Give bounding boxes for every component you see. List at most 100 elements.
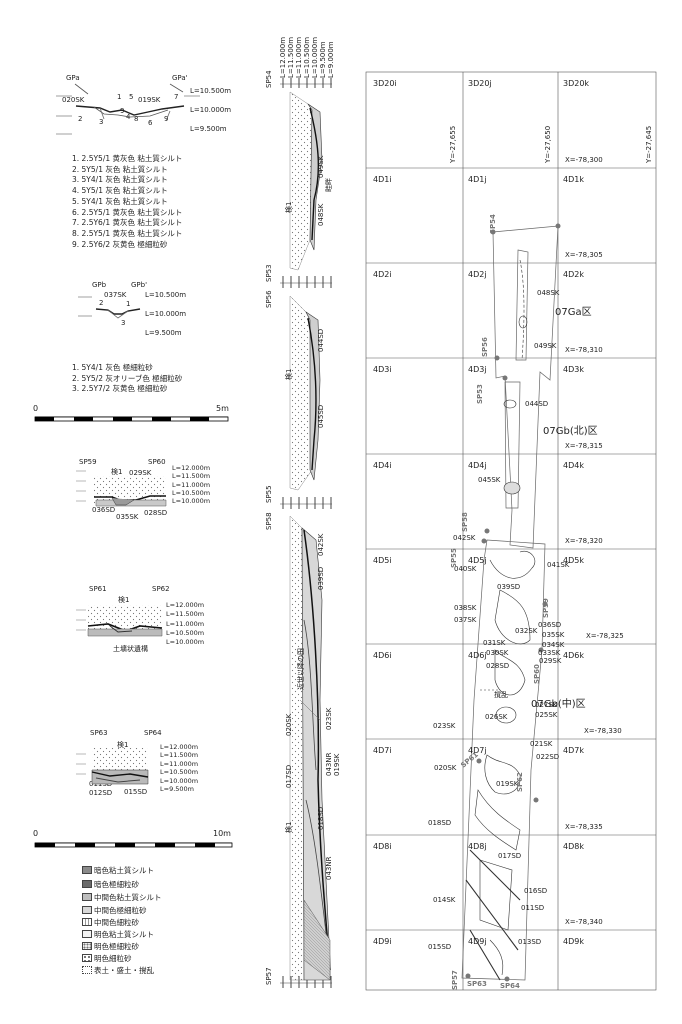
plan-sp-label: SP55 xyxy=(450,548,458,568)
long-sp-label: SP53 xyxy=(265,264,273,282)
level: L=9.500m xyxy=(160,785,195,794)
gpb-left-label: GPb xyxy=(92,281,107,289)
layer-desc: 3. 2.5Y7/2 灰黄色 極細粒砂 xyxy=(72,384,168,394)
legend-row: 明色極細粒砂 xyxy=(82,942,139,951)
gpa-num: 6 xyxy=(148,119,153,127)
sp59-feat: 036SD xyxy=(92,506,116,514)
x-coord: X=-78,305 xyxy=(565,251,603,259)
feat-label: 031SK xyxy=(483,639,506,647)
plan-cell: 4D5k xyxy=(563,556,584,565)
x-coord: X=-78,335 xyxy=(565,823,603,831)
long-level: L=10.500m xyxy=(303,36,311,78)
gpb-num: 3 xyxy=(121,319,126,327)
y-coord: Y=-27,650 xyxy=(544,125,552,163)
sp-markers xyxy=(465,223,561,982)
level: L=10.000m xyxy=(172,497,211,506)
feat-label: 021SK xyxy=(530,740,553,748)
long-feat: 019SK xyxy=(333,753,341,776)
feat-label: 014SK xyxy=(433,896,456,904)
plan-cell: 4D8k xyxy=(563,842,584,851)
plan-cell: 4D2j xyxy=(468,270,487,279)
feat-label: 017SD xyxy=(498,852,522,860)
zone-label: 07Gb(北)区 xyxy=(543,426,598,437)
plan-sp-label: SP63 xyxy=(467,980,487,988)
sp61-label: SP61 xyxy=(89,585,107,593)
plan-cell: 4D8i xyxy=(373,842,392,851)
zone-label: 07Gb(中)区 xyxy=(531,699,586,710)
gpb-right-label: GPb' xyxy=(131,281,148,289)
long-feat: 018SD xyxy=(317,806,325,830)
plan-sp-label: SP64 xyxy=(500,982,520,990)
feat-label: 019SK xyxy=(496,780,519,788)
legend-label: 明色粘土質シルト xyxy=(94,930,154,939)
gpa-level-2: L=10.000m xyxy=(190,106,232,114)
plan-cell: 4D2i xyxy=(373,270,392,279)
gpb-num: 2 xyxy=(99,299,104,307)
sp59-note: 検1 xyxy=(111,468,123,476)
long-sp-label: SP56 xyxy=(265,290,273,308)
plan-cell: 4D2k xyxy=(563,270,584,279)
sp59-feat: 035SK xyxy=(116,513,139,521)
sp62-label: SP62 xyxy=(152,585,170,593)
feat-label: 044SD xyxy=(525,400,549,408)
feat-label: 033SK xyxy=(538,649,561,657)
legend-label: 表土・盛土・撹乱 xyxy=(94,966,154,975)
long-feat: 049SK xyxy=(317,155,325,178)
legend-row: 中間色粘土質シルト xyxy=(82,893,162,902)
x-coord: X=-78,340 xyxy=(565,918,603,926)
long-level: L=10.000m xyxy=(311,36,319,78)
feat-label: 048SK xyxy=(537,289,560,297)
scale2-max: 10m xyxy=(213,829,231,838)
feat-label: 037SK xyxy=(454,616,477,624)
plan-cell: 4D1i xyxy=(373,175,392,184)
feat-label: 015SD xyxy=(428,943,452,951)
x-coord: X=-78,320 xyxy=(565,537,603,545)
feat-label: 036SD xyxy=(538,621,562,629)
layer-desc: 1. 2.5Y5/1 黄灰色 粘土質シルト xyxy=(72,154,183,163)
layer-desc: 2. 5Y5/2 灰オリーブ色 極細粒砂 xyxy=(72,373,183,383)
sp60-label: SP60 xyxy=(148,458,166,466)
long-note: 検1 xyxy=(285,821,293,833)
plan-cell: 4D5j xyxy=(468,556,487,565)
long-feat: 020SK xyxy=(285,713,293,736)
gpa-profile xyxy=(56,83,200,135)
gpa-left-label: GPa xyxy=(66,74,80,82)
layer-desc: 8. 2.5Y5/1 黄灰色 粘土質シルト xyxy=(72,228,183,238)
legend-label: 暗色粘土質シルト xyxy=(94,866,154,875)
level: L=11.500m xyxy=(166,610,205,619)
long-feat: 045SD xyxy=(317,404,325,428)
plan-cell: 4D1k xyxy=(563,175,584,184)
plan-cell: 4D7k xyxy=(563,746,584,755)
level: L=11.000m xyxy=(172,480,211,489)
legend-label: 明色極細粒砂 xyxy=(94,942,139,951)
sp61-note: 検1 xyxy=(118,596,130,604)
sp61-section xyxy=(76,605,163,637)
plan-cell: 4D4k xyxy=(563,461,584,470)
plan-cell: 4D9i xyxy=(373,937,392,946)
plan-cell: 4D3i xyxy=(373,365,392,374)
feat-label: 032SK xyxy=(515,627,538,635)
long-feat: 017SD xyxy=(285,764,293,788)
plan-note: 撹乱 xyxy=(494,691,508,699)
x-coord: X=-78,310 xyxy=(565,346,603,354)
sp59-label: SP59 xyxy=(79,458,97,466)
layer-desc: 6. 2.5Y5/1 黄灰色 粘土質シルト xyxy=(72,207,183,217)
long-note: 畦畔 xyxy=(325,178,333,192)
plan-sp-label: SP62 xyxy=(516,772,524,792)
feat-label: 034SK xyxy=(542,641,565,649)
legend-row: 中間色極細粒砂 xyxy=(82,906,147,915)
plan-cell: 4D6i xyxy=(373,651,392,660)
legend-row: 暗色極細粒砂 xyxy=(82,880,139,889)
gpa-layer-list: 1. 2.5Y5/1 黄灰色 粘土質シルト 2. 5Y5/1 灰色 粘土質シルト… xyxy=(72,154,182,250)
plan-cell: 4D4j xyxy=(468,461,487,470)
scale2-zero: 0 xyxy=(33,829,39,838)
plan-cell: 4D5i xyxy=(373,556,392,565)
zone-label: 07Ga区 xyxy=(555,307,592,318)
gpa-num: 1 xyxy=(117,93,122,101)
feat-label: 035SK xyxy=(542,631,565,639)
gpb-profile xyxy=(78,296,141,319)
sp61-levels: L=12.000m L=11.500m L=11.000m L=10.500m … xyxy=(166,601,204,647)
legend-label: 暗色極細粒砂 xyxy=(94,880,139,889)
gpa-num: 7 xyxy=(174,93,179,101)
long-level: L=9.000m xyxy=(327,41,335,78)
